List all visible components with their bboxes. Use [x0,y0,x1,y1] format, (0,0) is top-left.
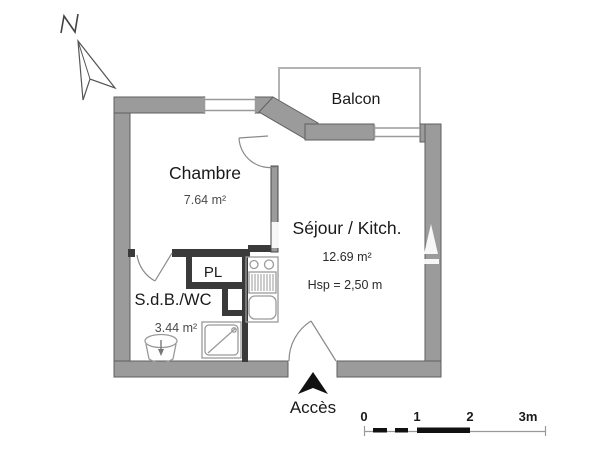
sdb-area: 3.44 m² [155,321,197,335]
scale-solid-segment [417,427,470,433]
sdb-label: S.d.B./WC [134,291,211,309]
chambre-door-leaf [238,135,269,139]
washbasin [144,333,178,364]
chambre-sejour-wall [270,165,279,253]
shower-tray-inner [204,324,239,356]
fixtures [144,256,279,364]
access-label: Accès [290,398,336,417]
shower [201,321,242,359]
sdb-pl-top-wall [172,249,250,257]
entrance-marker [298,372,328,394]
windows [203,96,420,139]
sejour-window [373,125,420,139]
compass-needle [77,39,117,101]
window-gap [204,96,256,114]
sdb-door-leaf [154,252,173,282]
scale-label-1: 1 [413,409,420,424]
scale-bar: 0 1 2 3m [360,409,547,436]
shower-diagonal [207,327,237,354]
exterior-walls [113,96,442,378]
chambre-label: Chambre [169,163,241,183]
entrance-door-leaf [310,320,337,362]
access-arrow-icon [298,372,328,394]
watermark-cutout [271,222,279,248]
doors [136,135,337,362]
chambre-window [203,96,257,114]
entrance-door-swing [288,320,312,362]
chambre-door-swing [238,137,277,169]
sink-basin [248,295,277,320]
sejour-area: 12.69 m² [322,250,371,264]
sdb-door [136,252,173,282]
scale-label-0: 0 [360,409,367,424]
chambre-door [238,135,277,169]
compass-needle-spine [77,40,91,80]
balcon-label: Balcon [332,91,381,108]
watermark-letter-shape [424,224,438,254]
wall-bottom-right [336,360,442,378]
sejour-ceiling-height: Hsp = 2,50 m [308,278,383,292]
wall-left [113,96,131,378]
hob-burner-icon [263,259,275,270]
kitchen-unit [245,256,279,323]
north-arrow [60,13,117,101]
room-labels: Balcon Chambre 7.64 m² Séjour / Kitch. 1… [134,91,401,417]
wall-under-balcony [304,123,375,141]
balcony-railing [278,67,421,124]
kitchen-top-wall [248,245,278,252]
sdb-door-swing [136,254,156,282]
entrance-door [288,320,337,362]
pl-bottom-wall [186,282,244,289]
interior-walls [128,165,279,362]
wall-bottom-left [113,360,289,378]
kitchen-counter [245,256,279,323]
scale-dash [373,428,387,433]
sdb-wall-stub [128,249,135,257]
drainer-hatch [251,274,274,291]
sdb-right-wall [242,249,248,362]
shower-tray [201,321,242,359]
basin-body [145,343,177,364]
shower-drain-icon [231,327,237,333]
watermark-letter-bar [424,259,439,264]
tap-head-icon [158,349,164,356]
placard-label: PL [204,264,222,281]
hob-burner-icon [249,259,259,270]
chambre-area: 7.64 m² [184,193,226,207]
balcony-rail-line [278,67,421,124]
sejour-label: Séjour / Kitch. [293,218,402,238]
duct-left-wall [222,289,228,316]
scale-label-2: 2 [466,409,473,424]
scale-label-3m: 3m [519,409,538,424]
duct-bottom-wall [222,310,244,316]
pl-left-wall [186,249,192,289]
watermark [271,222,439,264]
scale-dash [395,428,408,433]
drainer [248,271,277,294]
north-letter-glyph [60,13,79,35]
